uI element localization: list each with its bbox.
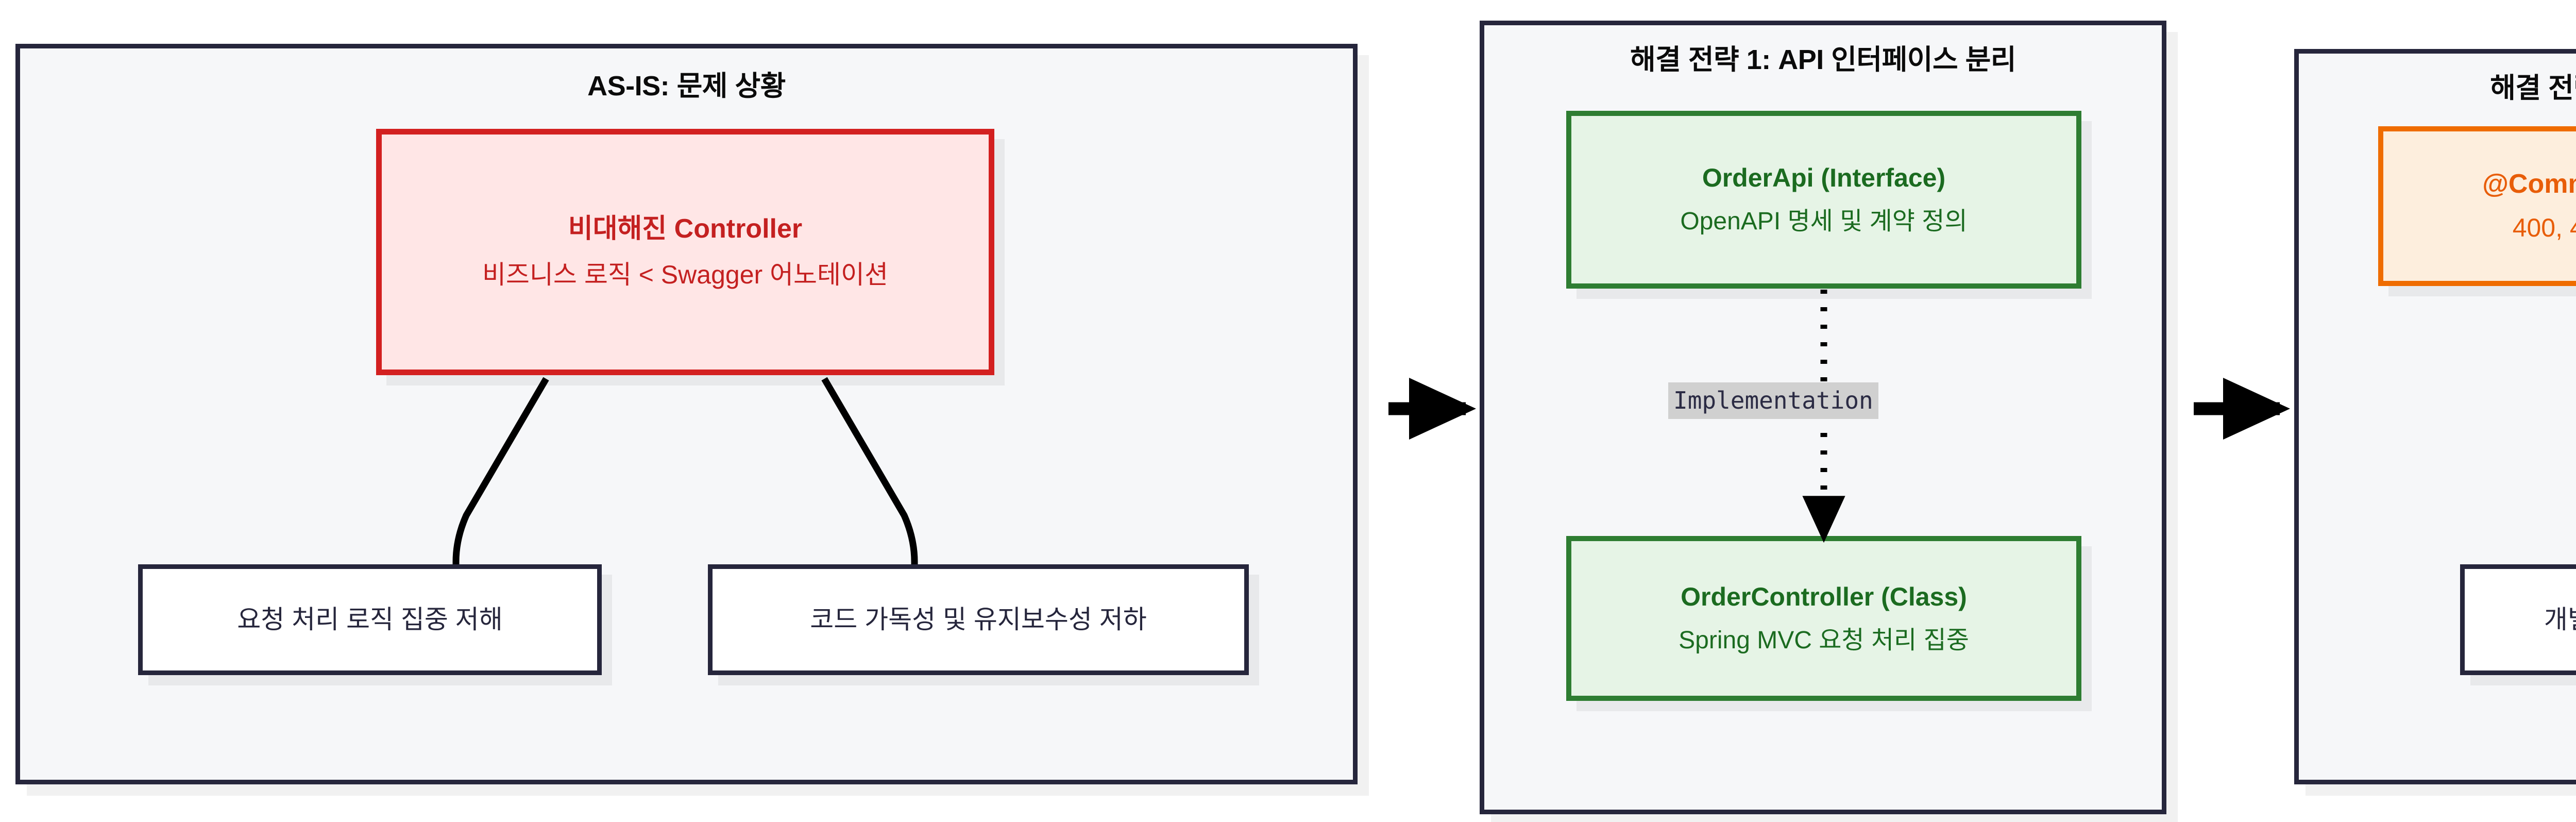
node-readability-maintainability-degraded-label: 코드 가독성 및 유지보수성 저하 <box>810 605 1147 634</box>
node-common-error-responses-title: @CommonErrorResponses <box>2482 169 2576 199</box>
node-request-focus-degraded-label: 요청 처리 로직 집중 저해 <box>237 605 503 634</box>
node-order-controller-class-title: OrderController (Class) <box>1681 582 1967 611</box>
panel-as-is-title: AS-IS: 문제 상황 <box>587 71 786 102</box>
node-per-api-method-apply[interactable]: 개별 API 메서드 적용 <box>2460 564 2576 675</box>
node-readability-maintainability-degraded[interactable]: 코드 가독성 및 유지보수성 저하 <box>708 564 1249 675</box>
node-order-controller-class-detail: Spring MVC 요청 처리 집중 <box>1679 626 1969 654</box>
node-bloated-controller-title: 비대해진 Controller <box>568 214 803 244</box>
panel-strategy-2-title: 해결 전략 2: 에러 응답 공통화 <box>2490 73 2576 104</box>
node-order-controller-class[interactable]: OrderController (Class) Spring MVC 요청 처리… <box>1566 536 2081 701</box>
node-order-api-interface-title: OrderApi (Interface) <box>1702 163 1946 192</box>
node-bloated-controller-detail: 비즈니스 로직 < Swagger 어노테이션 <box>482 260 889 290</box>
edge-label-implementation: Implementation <box>1668 382 1878 420</box>
node-order-api-interface-detail: OpenAPI 명세 및 계약 정의 <box>1680 208 1968 235</box>
node-common-error-responses[interactable]: @CommonErrorResponses 400, 404, 500 응답 캡… <box>2378 126 2576 286</box>
node-bloated-controller[interactable]: 비대해진 Controller 비즈니스 로직 < Swagger 어노테이션 <box>376 129 994 375</box>
panel-strategy-1-title: 해결 전략 1: API 인터페이스 분리 <box>1630 44 2016 75</box>
node-request-focus-degraded[interactable]: 요청 처리 로직 집중 저해 <box>138 564 602 675</box>
node-order-api-interface[interactable]: OrderApi (Interface) OpenAPI 명세 및 계약 정의 <box>1566 111 2081 289</box>
node-common-error-responses-detail: 400, 404, 500 응답 캡슐화 <box>2512 213 2576 243</box>
node-per-api-method-apply-label: 개별 API 메서드 적용 <box>2544 605 2576 634</box>
